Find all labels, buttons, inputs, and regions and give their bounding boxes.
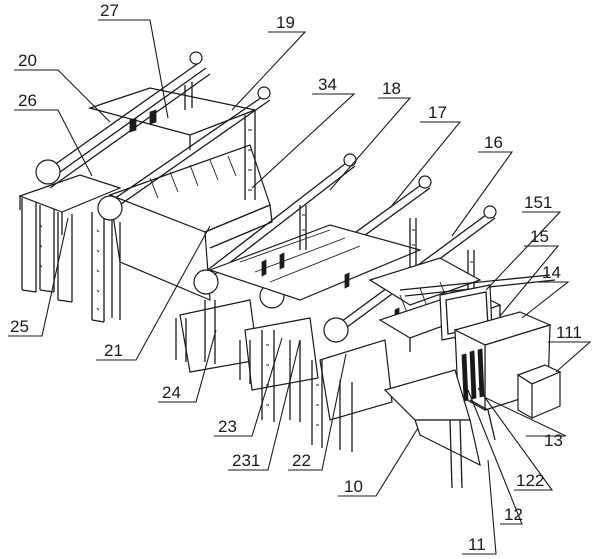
- leader-13: [485, 397, 567, 437]
- post: [299, 205, 475, 302]
- leader-22: [288, 353, 347, 471]
- label-27: 27: [100, 1, 119, 20]
- right-module: [383, 274, 562, 489]
- leg-holes: [39, 224, 43, 268]
- label-14: 14: [542, 263, 561, 282]
- clamp: [129, 109, 157, 133]
- hopper-top: [18, 174, 122, 213]
- label-12: 12: [504, 505, 523, 524]
- chute: [383, 369, 471, 421]
- conveyor: [208, 224, 422, 301]
- leader-15: [499, 245, 560, 317]
- box-front: [109, 194, 211, 301]
- motor: [35, 159, 61, 185]
- label-111: 111: [556, 323, 582, 342]
- rail-end: [483, 205, 497, 219]
- leader-24: [158, 329, 217, 403]
- leader-151: [485, 211, 562, 291]
- box-side: [204, 204, 273, 249]
- label-24: 24: [162, 383, 181, 402]
- frame-post: [184, 82, 193, 110]
- label-26: 26: [18, 91, 37, 110]
- leader-11: [462, 459, 497, 555]
- label-11: 11: [468, 535, 486, 554]
- label-231: 231: [232, 451, 260, 470]
- leader-111: [548, 341, 592, 373]
- leg: [91, 212, 105, 323]
- label-10: 10: [344, 477, 363, 496]
- leader-16: [451, 151, 514, 237]
- label-23: 23: [218, 417, 237, 436]
- label-18: 18: [382, 79, 401, 98]
- leader-12: [467, 389, 523, 525]
- conveyor-lines: [239, 229, 361, 283]
- label-22: 22: [292, 451, 311, 470]
- rail-end: [343, 153, 357, 167]
- leg: [239, 340, 251, 384]
- label-13: 13: [544, 431, 563, 450]
- rail-end: [257, 86, 271, 100]
- leader-17: [389, 121, 462, 209]
- rail: [204, 159, 356, 279]
- rail: [97, 94, 271, 217]
- leader-21: [96, 225, 211, 361]
- leg: [39, 205, 55, 293]
- leader-122: [477, 387, 554, 491]
- leader-23: [214, 337, 283, 437]
- leader-18: [329, 97, 412, 191]
- hopper: [319, 339, 393, 421]
- blade-support: [469, 399, 496, 441]
- rail-end: [418, 175, 432, 189]
- leg: [57, 212, 73, 303]
- hopper: [244, 317, 319, 391]
- leg: [175, 318, 187, 362]
- leg: [449, 419, 463, 489]
- post-holes: [248, 129, 252, 191]
- motor: [323, 317, 349, 343]
- label-151: 151: [524, 193, 552, 212]
- leg: [21, 198, 37, 293]
- leader-10: [338, 427, 419, 497]
- label-20: 20: [18, 51, 37, 70]
- leader-lines: [8, 19, 592, 555]
- motor-body: [517, 371, 561, 420]
- label-15: 15: [530, 227, 549, 246]
- left-module: [18, 51, 273, 323]
- motor: [193, 269, 219, 295]
- leg: [311, 360, 323, 448]
- reference-labels: 27 19 20 34 18 26 17 16 151 15 14 111 25…: [10, 1, 582, 554]
- label-122: 122: [516, 471, 544, 490]
- label-19: 19: [276, 13, 295, 32]
- post-holes: [302, 214, 473, 279]
- leader-19: [231, 31, 307, 111]
- label-25: 25: [10, 317, 29, 336]
- leader-231: [228, 339, 301, 471]
- leg: [339, 380, 353, 452]
- hopper-edge: [19, 196, 63, 235]
- leader-34: [251, 93, 356, 189]
- leader-26: [14, 109, 93, 177]
- rail-end: [189, 51, 203, 65]
- fork: [261, 252, 400, 325]
- label-16: 16: [484, 133, 503, 152]
- chute-front: [414, 419, 481, 467]
- leader-27: [98, 19, 169, 119]
- label-17: 17: [428, 103, 447, 122]
- box-top: [368, 257, 482, 306]
- middle-modules: [175, 153, 502, 452]
- motor: [97, 195, 123, 221]
- label-34: 34: [318, 75, 337, 94]
- blade: [461, 348, 485, 402]
- leg-holes: [96, 229, 100, 311]
- leader-20: [14, 69, 111, 123]
- label-21: 21: [104, 341, 123, 360]
- leader-14: [521, 281, 570, 319]
- box-side: [454, 329, 486, 412]
- leader-25: [8, 217, 69, 337]
- leg: [111, 220, 121, 320]
- teeth: [149, 155, 237, 199]
